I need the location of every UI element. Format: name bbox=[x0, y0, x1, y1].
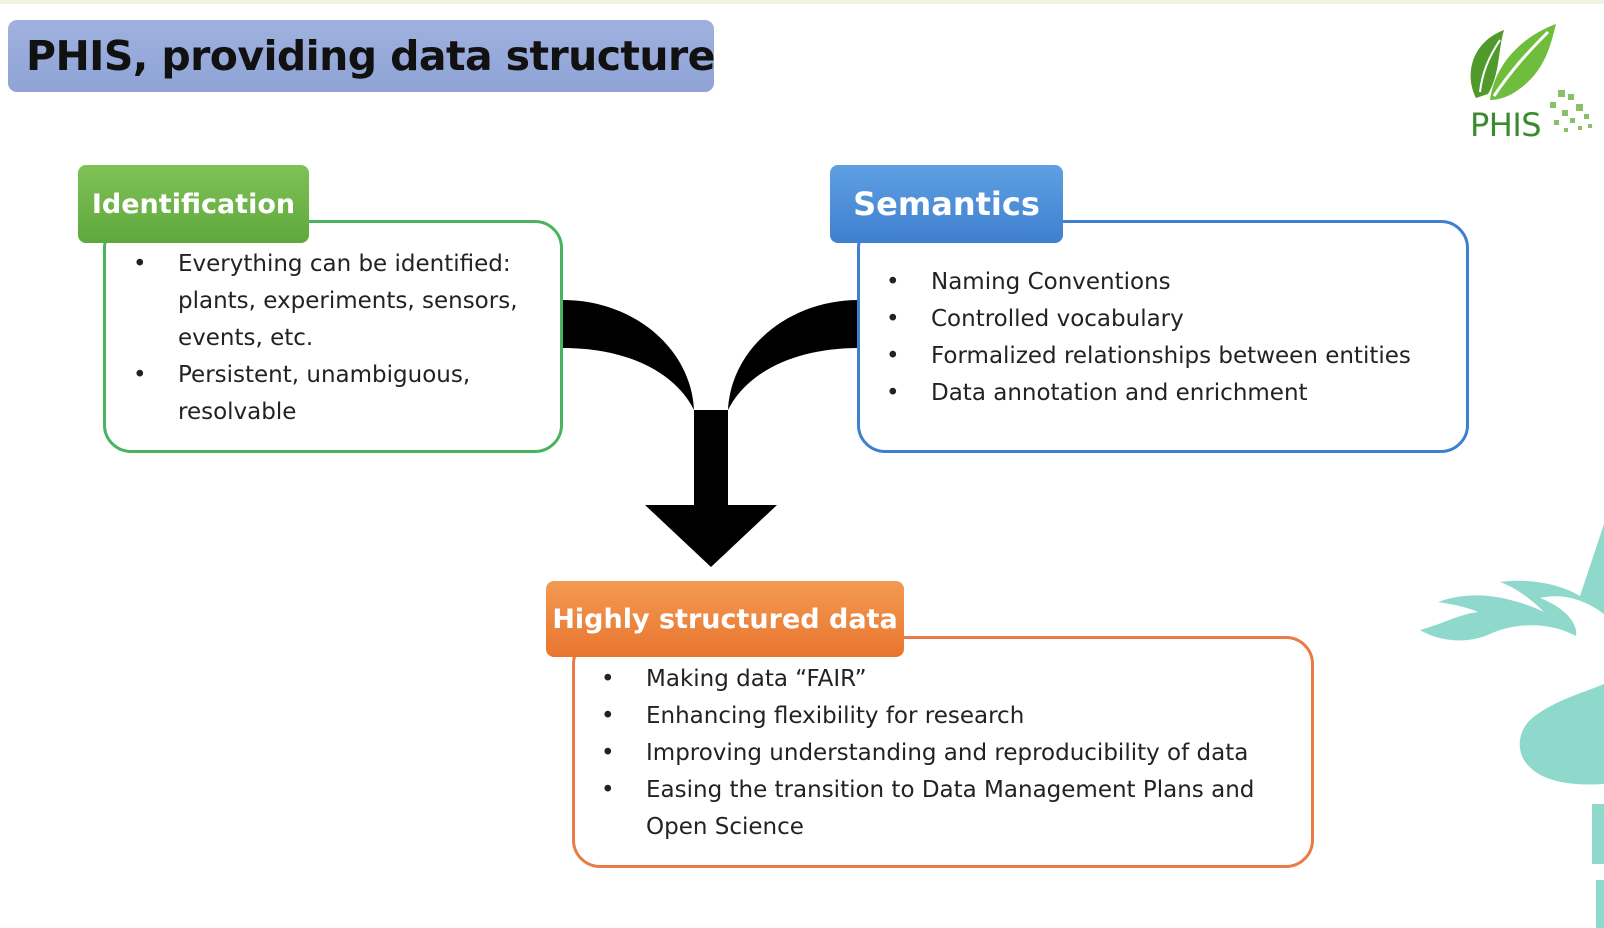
identification-list: Everything can be identified: plants, ex… bbox=[130, 246, 550, 431]
list-item: Controlled vocabulary bbox=[883, 301, 1453, 338]
list-item: Data annotation and enrichment bbox=[883, 375, 1453, 412]
identification-label: Identification bbox=[78, 165, 309, 243]
semantics-label: Semantics bbox=[830, 165, 1063, 243]
list-item: Improving understanding and reproducibil… bbox=[598, 735, 1313, 772]
list-item: Formalized relationships between entitie… bbox=[883, 338, 1453, 375]
list-item: Enhancing flexibility for research bbox=[598, 698, 1313, 735]
structured-data-list: Making data “FAIR” Enhancing flexibility… bbox=[598, 661, 1313, 846]
list-item: Naming Conventions bbox=[883, 264, 1453, 301]
merge-arrow-icon bbox=[563, 300, 859, 567]
structured-data-label: Highly structured data bbox=[546, 581, 904, 657]
title-bar: PHIS, providing data structure bbox=[8, 20, 715, 92]
logo: PHIS bbox=[1460, 20, 1600, 146]
list-item: Everything can be identified: plants, ex… bbox=[130, 246, 550, 357]
list-item: Easing the transition to Data Management… bbox=[598, 772, 1313, 846]
green-leaf-logo-icon bbox=[1470, 24, 1592, 132]
page-title: PHIS, providing data structure bbox=[26, 32, 715, 80]
teal-flame-icon bbox=[1420, 524, 1604, 928]
list-item: Making data “FAIR” bbox=[598, 661, 1313, 698]
list-item: Persistent, unambiguous, resolvable bbox=[130, 357, 550, 431]
logo-text: PHIS bbox=[1470, 106, 1542, 144]
semantics-list: Naming Conventions Controlled vocabulary… bbox=[883, 264, 1453, 412]
